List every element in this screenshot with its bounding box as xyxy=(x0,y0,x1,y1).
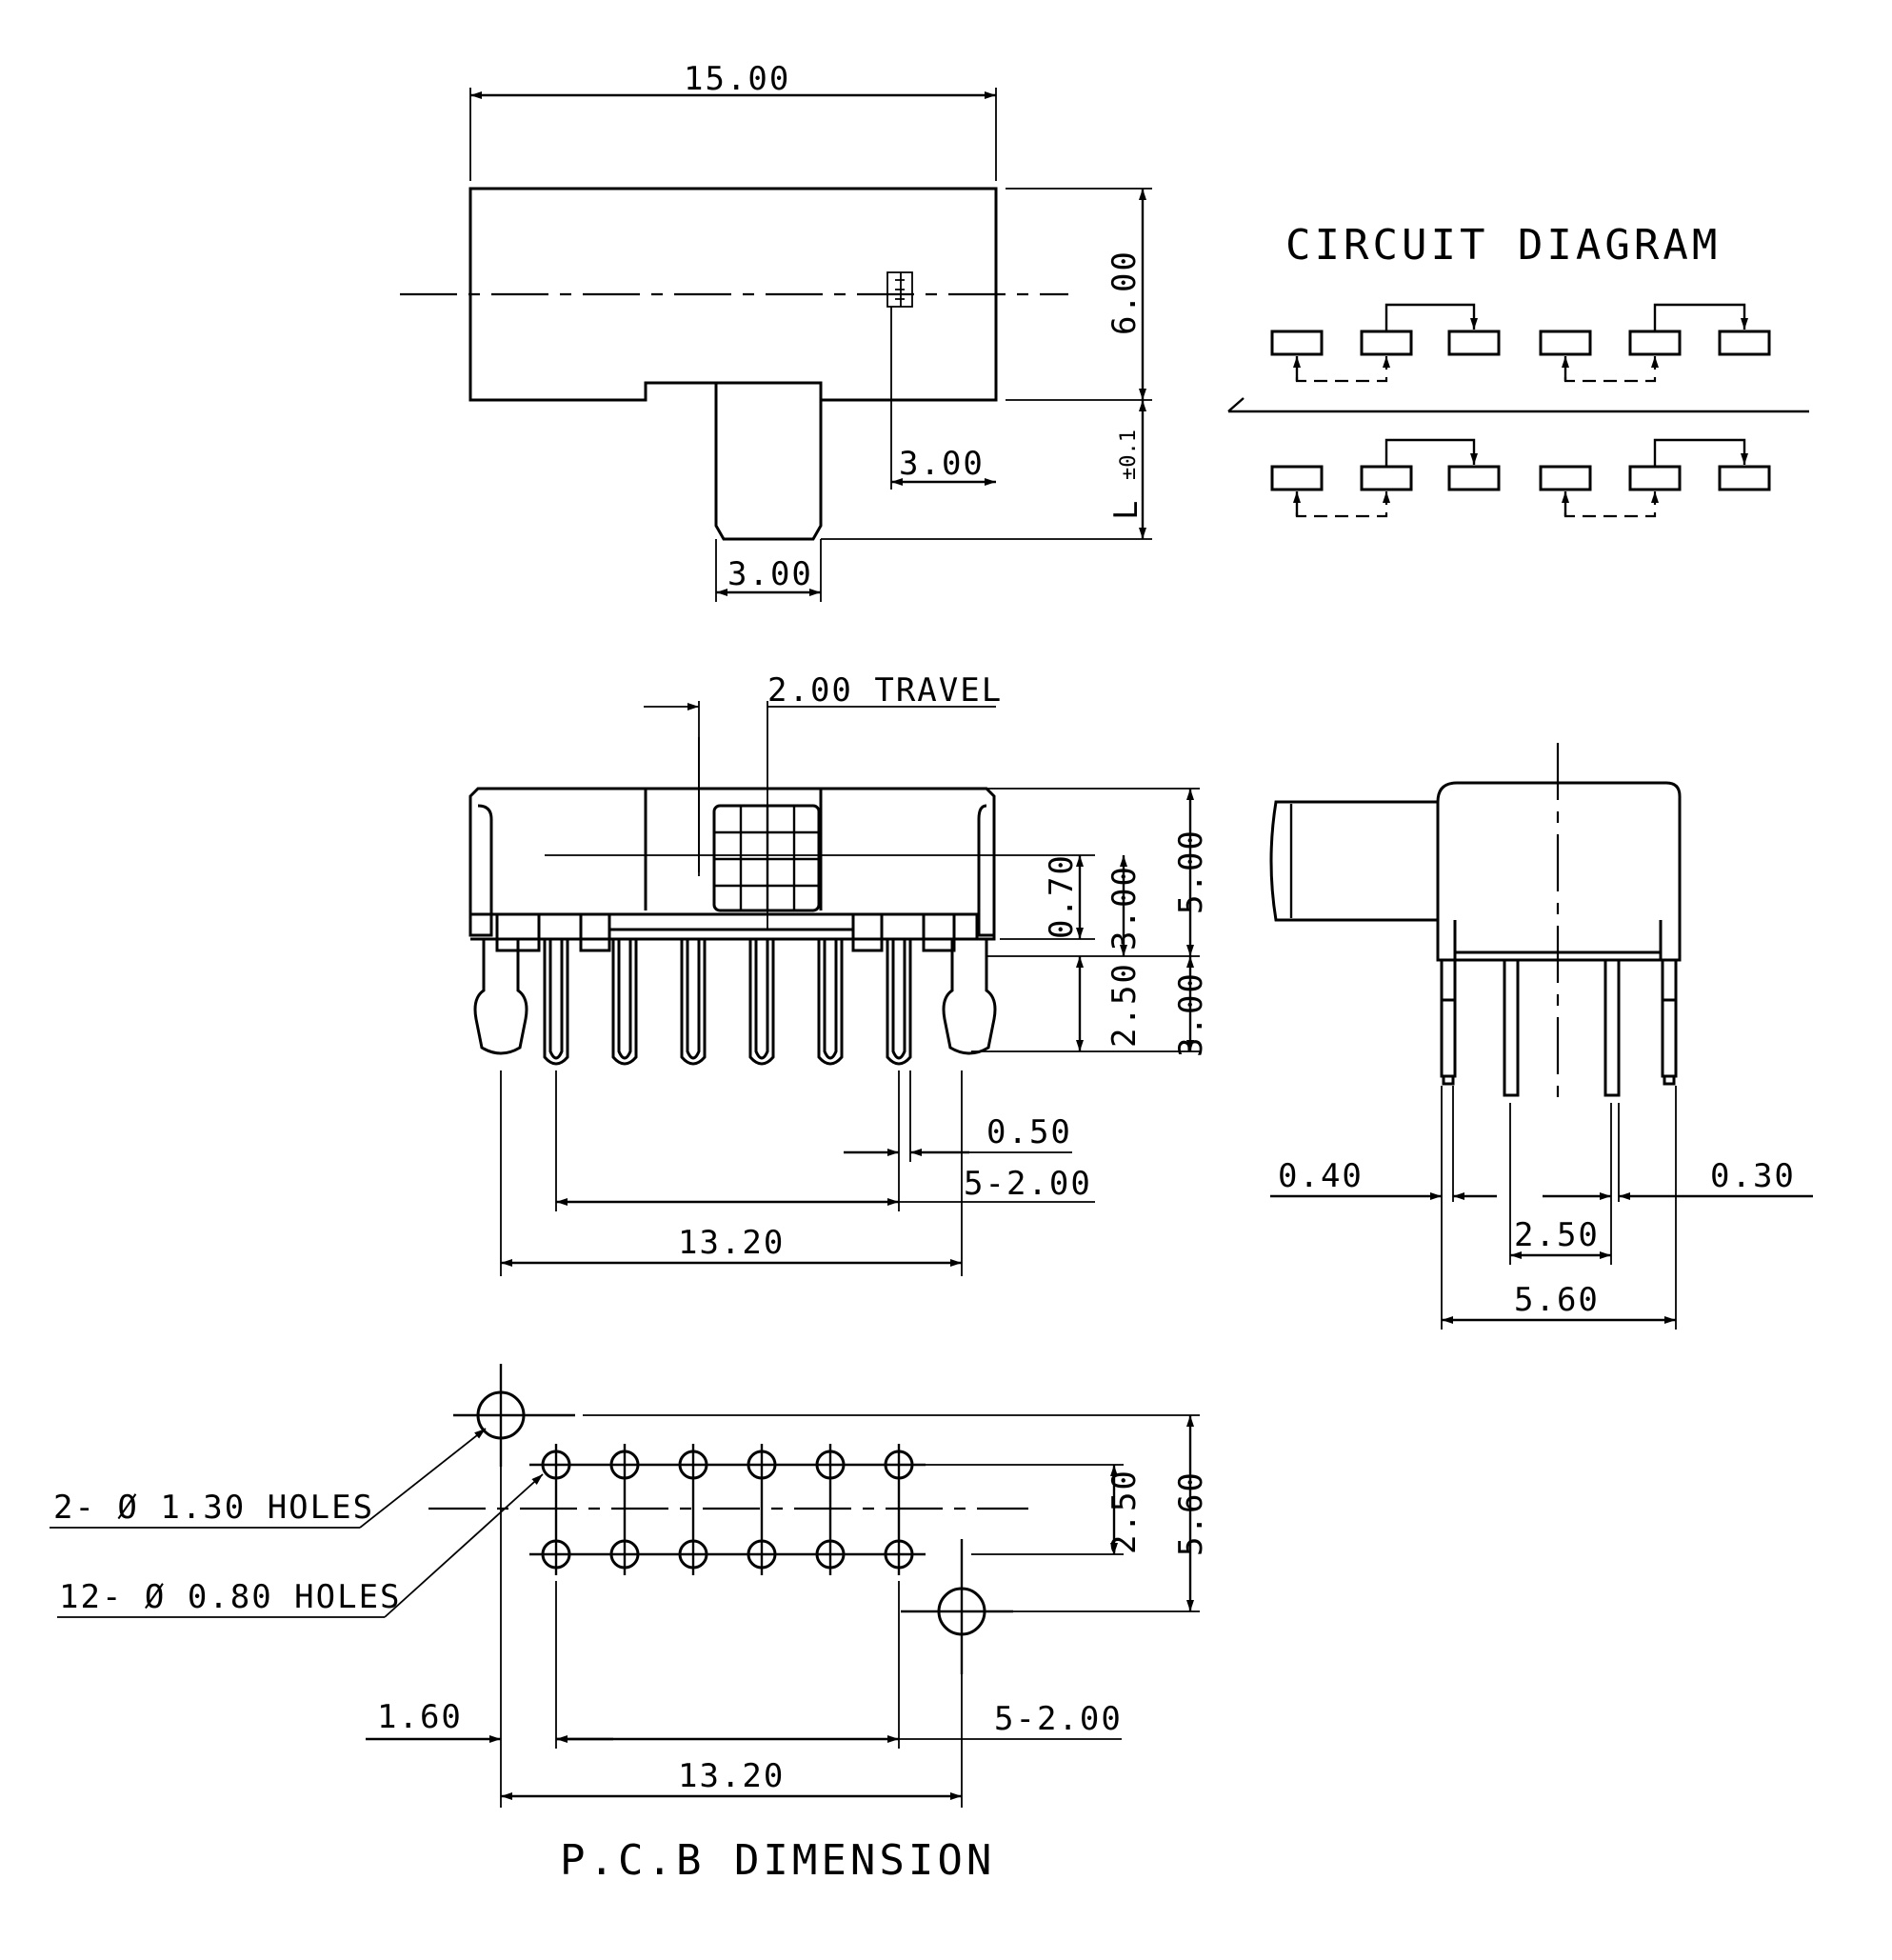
body-height-dim: 3.00 xyxy=(1105,865,1144,950)
circuit-diagram: CIRCUIT DIAGRAM xyxy=(1227,221,1809,518)
pcb-height-dim: 5.60 xyxy=(1172,1470,1210,1556)
side-view: 0.40 0.30 2.50 5.60 xyxy=(1269,743,1813,1330)
actuator-height-dim: 0.70 xyxy=(1043,853,1081,939)
pcb-title: P.C.B DIMENSION xyxy=(560,1836,995,1885)
large-holes-label: 2- Ø 1.30 HOLES xyxy=(53,1489,374,1527)
pin-holes xyxy=(529,1444,926,1575)
top-height-dim: 6.00 xyxy=(1105,250,1144,335)
front-view: 2.00 TRAVEL xyxy=(468,671,1210,1276)
front-span-dim: 13.20 xyxy=(678,1224,785,1262)
top-length-tol: ±0.1 xyxy=(1117,430,1141,480)
pin-width-dim: 0.50 xyxy=(986,1113,1072,1151)
pcb-span-dim: 13.20 xyxy=(678,1757,785,1795)
top-width-dim: 15.00 xyxy=(684,60,790,98)
travel-dim: 2.00 TRAVEL xyxy=(767,671,1003,710)
side-left-dim: 0.40 xyxy=(1278,1157,1364,1195)
top-view: 15.00 6.00 L ±0.1 3.00 3.00 xyxy=(400,60,1152,602)
pin-short-dim: 2.50 xyxy=(1105,962,1144,1048)
pcb-pitch-dim: 5-2.00 xyxy=(994,1700,1123,1738)
front-pins xyxy=(543,939,912,1066)
total-height-dim: 5.00 xyxy=(1172,829,1210,914)
circuit-row-upper xyxy=(1270,303,1771,383)
side-right-dim: 0.30 xyxy=(1710,1157,1796,1195)
pcb-row-pitch-dim: 2.50 xyxy=(1105,1469,1144,1554)
top-length-dim: L xyxy=(1107,499,1145,520)
pin-long-dim: 3.00 xyxy=(1172,971,1210,1057)
front-pitch-dim: 5-2.00 xyxy=(964,1165,1092,1203)
actuator-width-dim: 3.00 xyxy=(727,555,813,593)
side-row-pitch-dim: 2.50 xyxy=(1514,1216,1600,1254)
pcb-offset-dim: 1.60 xyxy=(377,1698,463,1736)
actuator-offset-dim: 3.00 xyxy=(899,445,985,483)
circuit-row-lower xyxy=(1270,438,1771,518)
small-holes-label: 12- Ø 0.80 HOLES xyxy=(59,1578,402,1616)
pcb-layout: 2- Ø 1.30 HOLES 12- Ø 0.80 HOLES 2.50 5.… xyxy=(50,1364,1210,1885)
side-width-dim: 5.60 xyxy=(1514,1281,1600,1319)
circuit-title: CIRCUIT DIAGRAM xyxy=(1285,221,1721,270)
